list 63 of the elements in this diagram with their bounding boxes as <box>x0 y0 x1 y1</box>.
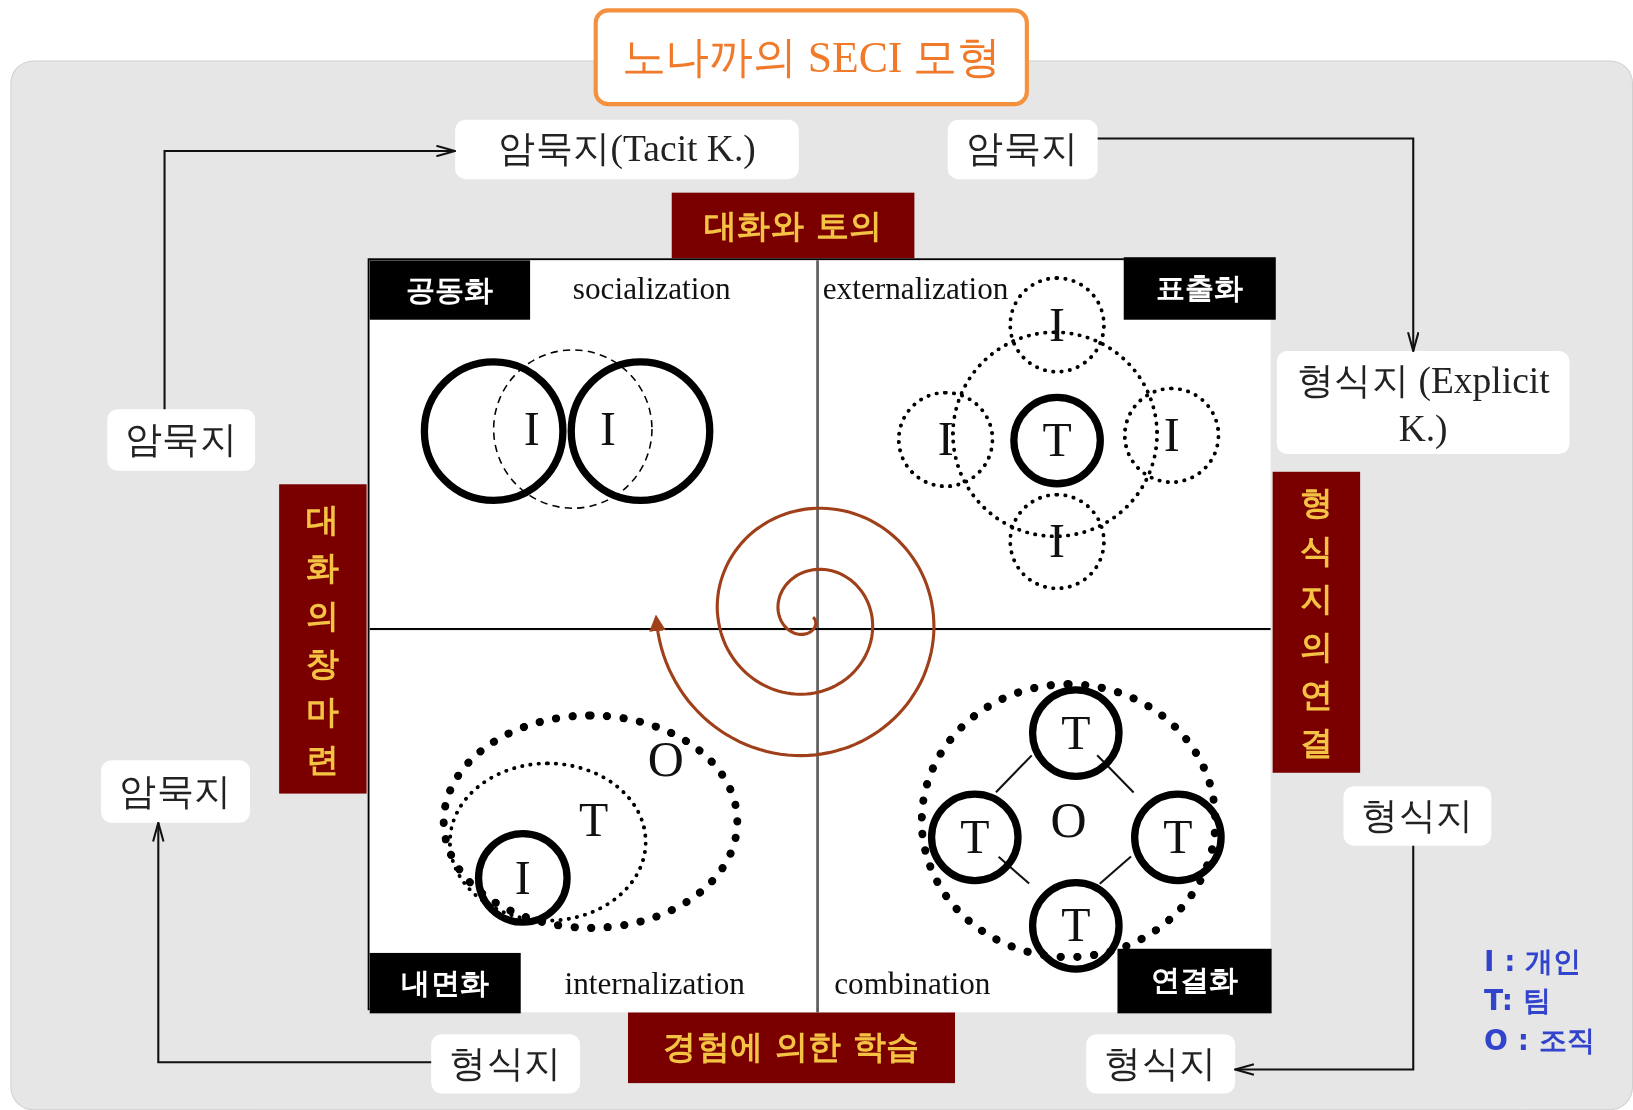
banner: 형식지의 연결 <box>1272 471 1361 773</box>
circle-letter: I <box>599 405 616 454</box>
dotted-ellipse <box>439 711 742 933</box>
quadrant-tab: 공동화 <box>369 260 531 320</box>
dotted-circle <box>896 390 995 489</box>
key-text: I : 개인 <box>1484 943 1582 979</box>
dotted-circle <box>1008 276 1106 374</box>
quadrant-label: combination <box>834 965 991 1001</box>
connector-line <box>997 855 1030 885</box>
text-box: 암묵지 <box>101 760 250 823</box>
circle-letter: T <box>1163 813 1193 862</box>
circle-letter: T <box>1061 901 1091 950</box>
circle-letter: T <box>579 796 609 845</box>
circle <box>1028 879 1123 973</box>
arrow <box>163 144 457 410</box>
title: 노나까의 SECI 모형 <box>593 8 1029 107</box>
circle-letter: O <box>1050 795 1087 846</box>
arrow <box>1097 137 1420 352</box>
quadrant-tab: 연결화 <box>1117 948 1272 1014</box>
arrow <box>1234 845 1415 1076</box>
quadrant <box>817 629 1271 1013</box>
banner: 대화의 창 마련 <box>279 484 367 794</box>
circle-letter: O <box>647 734 684 785</box>
quadrant <box>369 629 818 1013</box>
circle <box>474 830 571 926</box>
text-box: 암묵지 <box>107 409 256 471</box>
text-box: 형식지 <box>1086 1034 1236 1094</box>
banner: 경험에 의한 학습 <box>628 1012 955 1084</box>
quadrant-label: internalization <box>564 965 745 1001</box>
arrow <box>152 821 432 1064</box>
connector-line <box>1099 855 1132 885</box>
circle <box>567 358 714 505</box>
key-text: O : 조직 <box>1484 1022 1596 1059</box>
circle <box>1010 393 1104 488</box>
quadrant <box>369 260 818 630</box>
text-box: 형식지 <box>431 1034 581 1094</box>
circle-letter: I <box>1049 517 1066 566</box>
connector-line <box>1096 754 1135 794</box>
circle <box>927 790 1022 885</box>
circle-letter: T <box>960 813 990 862</box>
text-box: 암묵지(Tacit K.) <box>455 119 799 180</box>
circle-letter: I <box>937 415 954 464</box>
connector-line <box>995 754 1033 793</box>
circle-letter: I <box>514 854 531 902</box>
text-box: 형식지 (Explicit K.) <box>1276 350 1570 455</box>
quadrant-label: externalization <box>822 270 1009 307</box>
quadrant-tab: 내면화 <box>369 952 521 1014</box>
circle-letter: T <box>1042 416 1072 465</box>
text-box: 형식지 <box>1343 786 1492 846</box>
quadrant-tab: 표출화 <box>1123 257 1276 320</box>
quadrant-label: socialization <box>572 270 731 307</box>
dotted-circle <box>1008 492 1106 591</box>
text-box: 암묵지 <box>947 119 1098 180</box>
dotted-circle <box>1122 386 1221 485</box>
key-text: T: 팀 <box>1484 983 1551 1019</box>
circle-letter: T <box>1061 709 1091 758</box>
circle-letter: I <box>523 405 540 454</box>
circle <box>1131 790 1225 885</box>
circle <box>420 358 567 505</box>
banner: 대화와 토의 <box>671 192 915 261</box>
dotted-ellipse <box>447 761 648 923</box>
circle <box>1028 686 1123 781</box>
circle-letter: I <box>1163 411 1180 460</box>
